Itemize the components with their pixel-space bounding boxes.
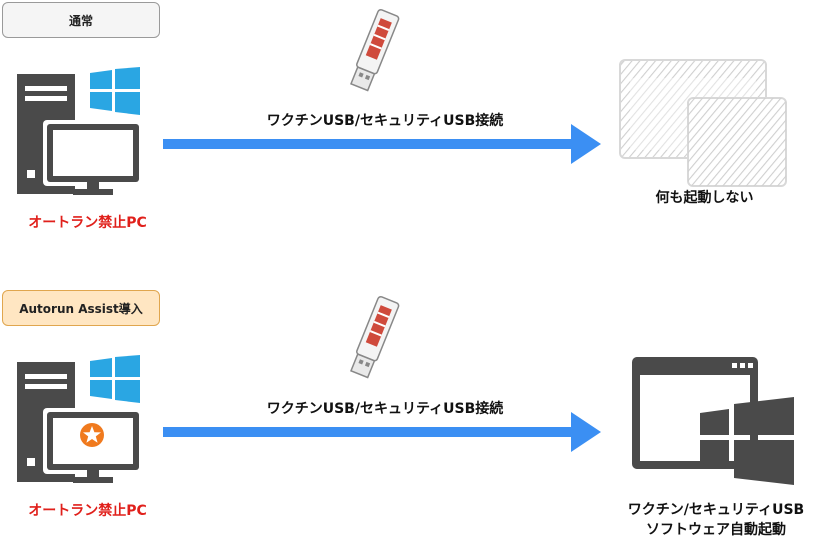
desktop-pc-icon xyxy=(17,362,143,483)
result-label-line2: ソフトウェア自動起動 xyxy=(646,522,786,538)
connection-arrow xyxy=(163,412,601,452)
result-label: ワクチン/セキュリティUSB ソフトウェア自動起動 xyxy=(600,500,832,540)
connection-label: ワクチンUSB/セキュリティUSB接続 xyxy=(266,113,504,129)
badge-autorun-assist: Autorun Assist導入 xyxy=(2,290,160,326)
autorun-assist-logo-icon xyxy=(80,423,104,447)
result-label-line1: ワクチン/セキュリティUSB xyxy=(627,502,805,518)
windows-app-window-icon xyxy=(632,357,794,485)
usb-stick-icon xyxy=(350,296,400,379)
result-label: 何も起動しない xyxy=(655,190,754,206)
empty-window-icon xyxy=(619,59,787,187)
usb-stick-icon xyxy=(350,9,400,92)
windows-logo-icon xyxy=(90,355,140,403)
windows-logo-icon xyxy=(90,67,140,115)
connection-arrow xyxy=(163,124,601,164)
pc-label: オートラン禁止PC xyxy=(28,215,147,231)
desktop-pc-icon xyxy=(17,74,143,195)
badge-normal: 通常 xyxy=(2,2,160,38)
connection-label: ワクチンUSB/セキュリティUSB接続 xyxy=(266,401,504,417)
pc-label: オートラン禁止PC xyxy=(28,503,147,519)
